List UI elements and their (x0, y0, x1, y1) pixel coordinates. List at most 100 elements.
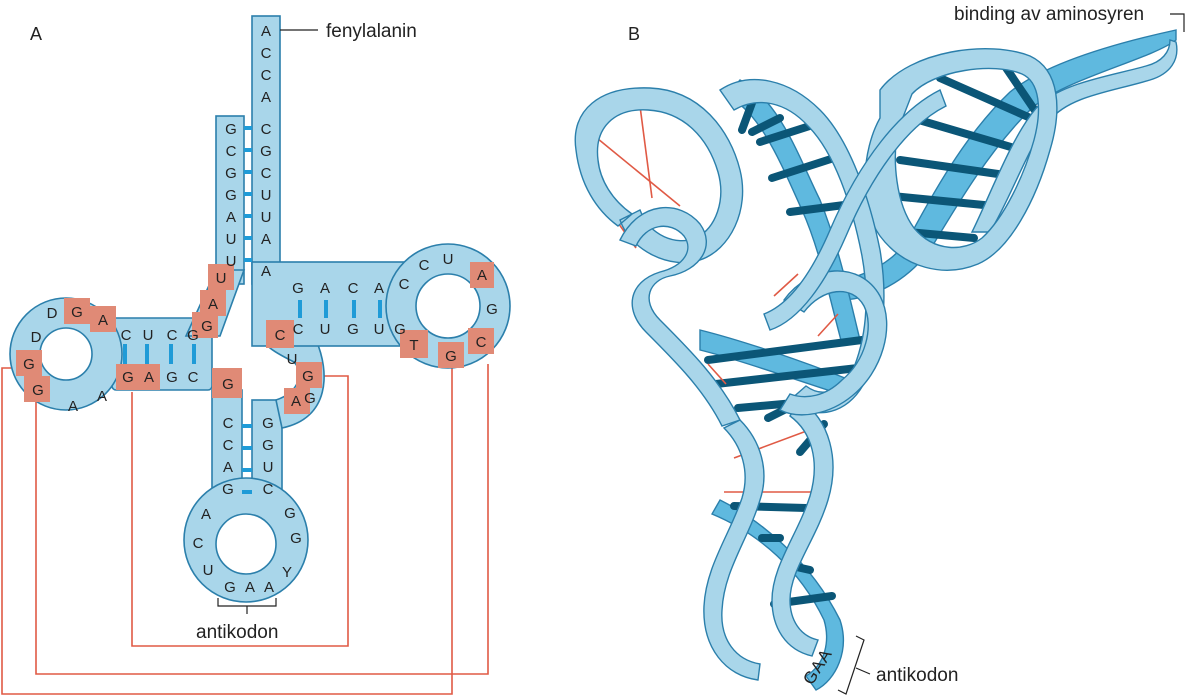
nucleotide: C (399, 276, 410, 293)
nucleotide: G (302, 368, 314, 385)
nucleotide: U (216, 270, 227, 287)
nucleotide: A (261, 231, 271, 248)
nucleotide: G (486, 301, 498, 318)
fenylalanin-label: fenylalanin (326, 21, 417, 42)
nucleotide: U (203, 562, 214, 579)
nucleotide: U (320, 321, 331, 338)
nucleotide: G (166, 369, 178, 386)
nucleotide: A (223, 459, 233, 476)
d-loop: D D G A G G A A (23, 304, 108, 415)
nucleotide: A (477, 267, 487, 284)
nucleotide: G (71, 304, 83, 321)
nucleotide: C (261, 67, 272, 84)
nucleotide: D (47, 305, 58, 322)
d-arm-stem: C U C G G A G C G (121, 318, 213, 386)
nucleotide: G (347, 321, 359, 338)
nucleotide: C (223, 415, 234, 432)
tertiary-interaction-lines (1, 364, 489, 695)
nucleotide: G (23, 356, 35, 373)
nucleotide: A (97, 388, 107, 405)
nucleotide: U (287, 351, 298, 368)
t-loop: C U A G C G T (409, 251, 497, 365)
t-arm-stem: G A C A C C U G U G (292, 276, 409, 338)
acceptor-3prime-strand: A C C A C G C U U A A (260, 23, 272, 280)
nucleotide: G (260, 143, 272, 160)
nucleotide: A (68, 398, 78, 415)
nucleotide: C (261, 165, 272, 182)
nucleotide: C (293, 321, 304, 338)
nucleotide: C (167, 327, 178, 344)
nucleotide: G (225, 121, 237, 138)
nucleotide: C (188, 369, 199, 386)
nucleotide: U (261, 187, 272, 204)
nucleotide: G (187, 327, 199, 344)
base-pair-bonds (123, 126, 382, 494)
nucleotide: C (348, 280, 359, 297)
nucleotide: G (225, 187, 237, 204)
nucleotide: U (226, 231, 237, 248)
antikodon-label-b: antikodon (876, 665, 958, 686)
anticodon-loop: A C U G A A Y G G (193, 505, 302, 596)
nucleotide: G (445, 348, 457, 365)
binding-label: binding av aminosyren (954, 4, 1144, 25)
variable-loop: C U G A G (275, 327, 316, 410)
nucleotide: G (201, 318, 213, 335)
nucleotide: U (143, 327, 154, 344)
nucleotide: U (261, 209, 272, 226)
panel-label-b: B (628, 24, 640, 44)
nucleotide: G (222, 376, 234, 393)
anticodon-nucleotide: G (224, 579, 236, 596)
nucleotide: U (226, 253, 237, 270)
nucleotide: A (261, 23, 271, 40)
nucleotide: C (476, 334, 487, 351)
nucleotide: G (122, 369, 134, 386)
acceptor-5prime-strand: G C G G A U U (225, 121, 237, 270)
anticodon-nucleotide: A (245, 579, 255, 596)
nucleotide: A (374, 280, 384, 297)
conserved-nucleotide-blocks (16, 262, 494, 414)
nucleotide: C (261, 45, 272, 62)
nucleotide: C (419, 257, 430, 274)
nucleotide: A (261, 89, 271, 106)
nucleotide: G (262, 437, 274, 454)
nucleotide: G (262, 415, 274, 432)
antikodon-bracket-a (217, 598, 277, 614)
nucleotide: G (304, 390, 316, 407)
nucleotide: U (374, 321, 385, 338)
nucleotide: A (320, 280, 330, 297)
nucleotide: C (275, 327, 286, 344)
nucleotide: A (208, 296, 218, 313)
junction-nucleotides: U A (208, 270, 226, 313)
anticodon-stem: G C C A G G G U C (222, 376, 274, 498)
anticodon-nucleotide: A (264, 579, 274, 596)
nucleotide: C (223, 437, 234, 454)
nucleotide: A (201, 506, 211, 523)
nucleotide: G (292, 280, 304, 297)
nucleotide: Y (282, 564, 292, 581)
nucleotide: C (226, 143, 237, 160)
nucleotide: C (263, 481, 274, 498)
panel-label-a: A (30, 24, 42, 44)
nucleotide: C (193, 535, 204, 552)
nucleotide: C (261, 121, 272, 138)
nucleotide: G (222, 481, 234, 498)
nucleotide: A (226, 209, 236, 226)
nucleotide: U (443, 251, 454, 268)
nucleotide: T (409, 337, 418, 354)
nucleotide: A (291, 393, 301, 410)
nucleotide: G (284, 505, 296, 522)
ribbon-structure: GAA (574, 29, 1178, 691)
nucleotide: U (263, 459, 274, 476)
nucleotide: A (98, 312, 108, 329)
nucleotide: A (261, 263, 271, 280)
binding-leader (1170, 13, 1185, 32)
nucleotide: A (144, 369, 154, 386)
nucleotide: D (31, 329, 42, 346)
nucleotide: G (225, 165, 237, 182)
nucleotide: G (290, 530, 302, 547)
nucleotide: C (121, 327, 132, 344)
antikodon-label-a: antikodon (196, 622, 278, 643)
nucleotide: G (32, 382, 44, 399)
nucleotide: G (394, 321, 406, 338)
